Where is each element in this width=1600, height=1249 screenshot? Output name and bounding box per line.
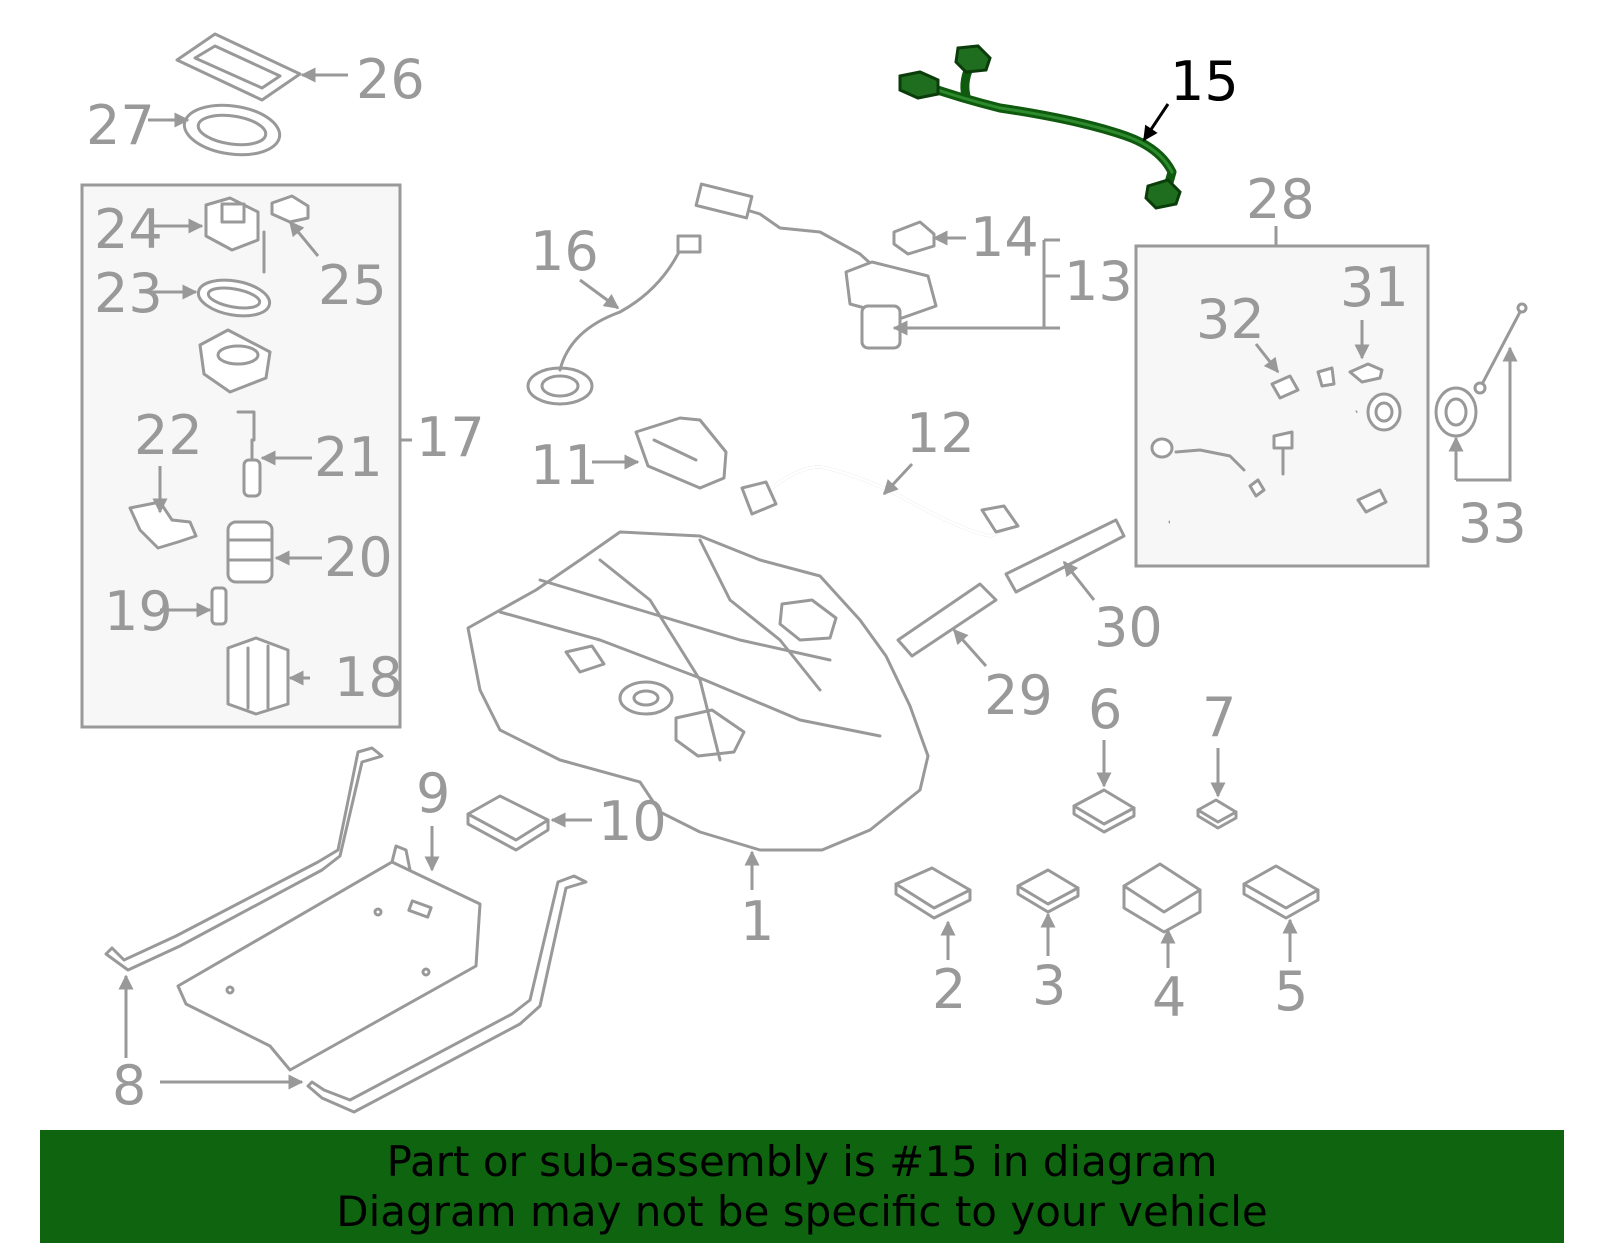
banner-line-2: Diagram may not be specific to your vehi…: [336, 1186, 1268, 1236]
leader-lines: [118, 67, 1518, 1090]
info-banner: Part or sub-assembly is #15 in diagram D…: [40, 1130, 1564, 1243]
callout-21: 21: [314, 426, 383, 489]
callout-31: 31: [1340, 256, 1409, 319]
part-29-tube: [896, 582, 998, 658]
callout-26: 26: [356, 48, 425, 111]
callout-2: 2: [932, 958, 966, 1021]
part-25-clip: [270, 194, 310, 224]
part-14-connector: [892, 220, 936, 256]
part-4-pad: [1122, 862, 1202, 934]
callout-1: 1: [740, 890, 774, 953]
part-2-pad: [894, 866, 972, 920]
part-28-filler-neck: [1150, 392, 1402, 531]
banner-line-1: Part or sub-assembly is #15 in diagram: [386, 1136, 1218, 1186]
part-8-strap-right: [306, 874, 588, 1114]
part-13-module: [694, 182, 938, 350]
part-27-gasket: [182, 103, 282, 157]
callout-28: 28: [1246, 168, 1315, 231]
callout-10: 10: [598, 790, 667, 853]
callout-22: 22: [134, 404, 203, 467]
callout-29: 29: [984, 664, 1053, 727]
callout-5: 5: [1274, 960, 1308, 1023]
group-17-box: [80, 183, 402, 729]
part-6-pad: [1072, 788, 1136, 834]
callout-12: 12: [906, 402, 975, 465]
part-31-clip: [1348, 362, 1384, 384]
callout-23: 23: [94, 262, 163, 325]
part-32-clip: [1270, 366, 1336, 400]
part-17-housing: [198, 328, 272, 394]
part-23-oring: [196, 278, 272, 318]
callout-7: 7: [1202, 686, 1236, 749]
callout-20: 20: [324, 526, 393, 589]
part-12-hose: [740, 465, 1020, 538]
part-18-pump: [226, 636, 290, 716]
callout-27: 27: [86, 94, 155, 157]
callout-33: 33: [1458, 492, 1527, 555]
part-3-pad: [1016, 868, 1080, 914]
callout-14: 14: [970, 206, 1039, 269]
callout-18: 18: [334, 646, 403, 709]
part-10-pad: [466, 794, 550, 852]
callout-13: 13: [1064, 250, 1133, 313]
part-33-fuel-cap: [1434, 302, 1528, 438]
part-24-pump-top: [204, 196, 266, 274]
part-26-plate: [175, 32, 302, 102]
callout-labels: 1 2 3 4 5 6 7 8 9 10 11 12 13 14 15 16 1…: [86, 48, 1527, 1117]
part-20-filter: [226, 520, 274, 584]
part-7-pad: [1196, 798, 1238, 830]
part-9-shield: [176, 844, 482, 1072]
callout-25: 25: [318, 254, 387, 317]
part-21-sender: [236, 410, 262, 498]
callout-19: 19: [104, 580, 173, 643]
part-1-fuel-tank: [466, 530, 930, 852]
part-5-pad: [1242, 864, 1320, 920]
part-8-strap-left: [104, 746, 384, 972]
callout-32: 32: [1196, 288, 1265, 351]
callout-24: 24: [94, 198, 163, 261]
part-30-hose: [1004, 518, 1126, 594]
part-15-wiring-harness[interactable]: [898, 44, 1182, 210]
part-16-sensor: [526, 234, 702, 406]
callout-3: 3: [1032, 954, 1066, 1017]
callout-6: 6: [1088, 678, 1122, 741]
callout-30: 30: [1094, 596, 1163, 659]
callout-11: 11: [530, 434, 599, 497]
callout-15: 15: [1170, 50, 1239, 113]
callout-8: 8: [112, 1054, 146, 1117]
callout-4: 4: [1152, 966, 1186, 1029]
part-11-bracket: [634, 416, 728, 490]
part-19-valve: [210, 586, 228, 626]
callout-16: 16: [530, 220, 599, 283]
callout-9: 9: [416, 762, 450, 825]
callout-17: 17: [416, 406, 485, 469]
